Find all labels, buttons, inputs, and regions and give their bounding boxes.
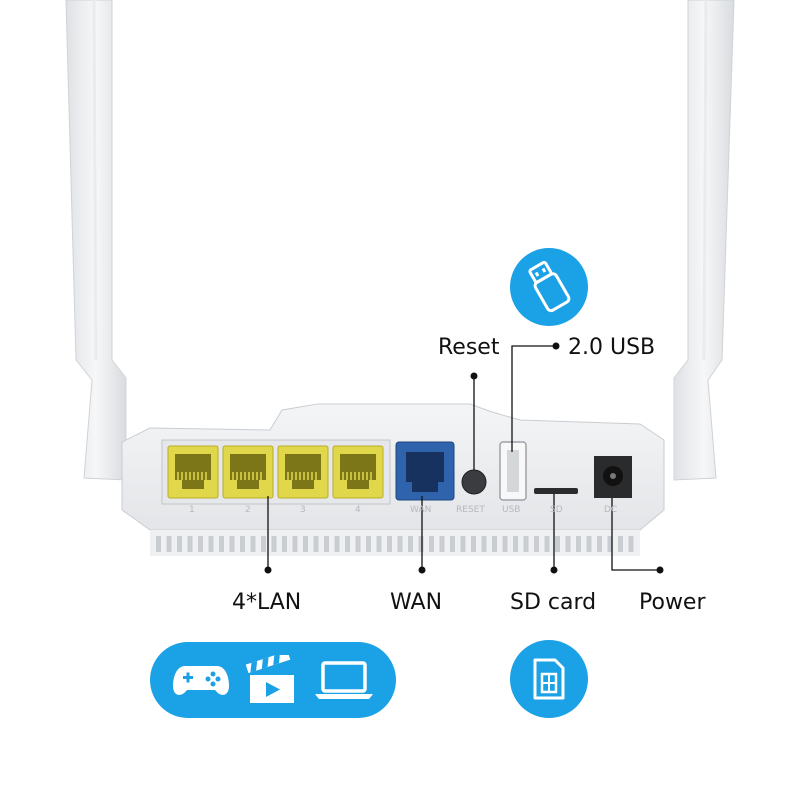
lan-port — [222, 445, 274, 499]
port-label-lan-1: 1 — [189, 505, 195, 515]
reset-button — [461, 469, 487, 495]
lan-port — [277, 445, 329, 499]
power-label: Power — [639, 590, 706, 615]
left-antenna — [65, 0, 127, 481]
reset-label: Reset — [438, 335, 500, 360]
usb-label: 2.0 USB — [568, 335, 656, 360]
lan-port — [332, 445, 384, 499]
sd-badge — [510, 640, 588, 718]
lan-ports — [167, 445, 384, 499]
port-label-reset: RESET — [456, 505, 485, 515]
lan-label: 4*LAN — [232, 590, 302, 615]
port-label-usb: USB — [502, 505, 521, 515]
port-label-sd: SD — [550, 505, 563, 515]
gamepad-icon — [171, 660, 231, 700]
sd-card-label: SD card — [510, 590, 597, 615]
usb-badge — [510, 248, 588, 326]
port-label-lan-3: 3 — [300, 505, 306, 515]
port-label-dc: DC — [604, 505, 618, 515]
sd-slot — [534, 488, 578, 494]
lan-port — [167, 445, 219, 499]
port-label-lan-4: 4 — [355, 505, 361, 515]
callout-lines — [267, 345, 660, 571]
vent-slots — [156, 536, 634, 552]
laptop-icon — [313, 659, 375, 701]
usb-stick-icon — [527, 261, 571, 313]
port-label-lan-2: 2 — [245, 505, 251, 515]
right-antenna — [673, 0, 735, 481]
clapperboard-icon — [244, 655, 300, 705]
callout-dots — [264, 342, 664, 574]
port-label-wan: WAN — [410, 505, 432, 515]
media-badge — [150, 642, 396, 718]
sd-card-icon — [529, 656, 569, 702]
wan-label: WAN — [390, 590, 443, 615]
